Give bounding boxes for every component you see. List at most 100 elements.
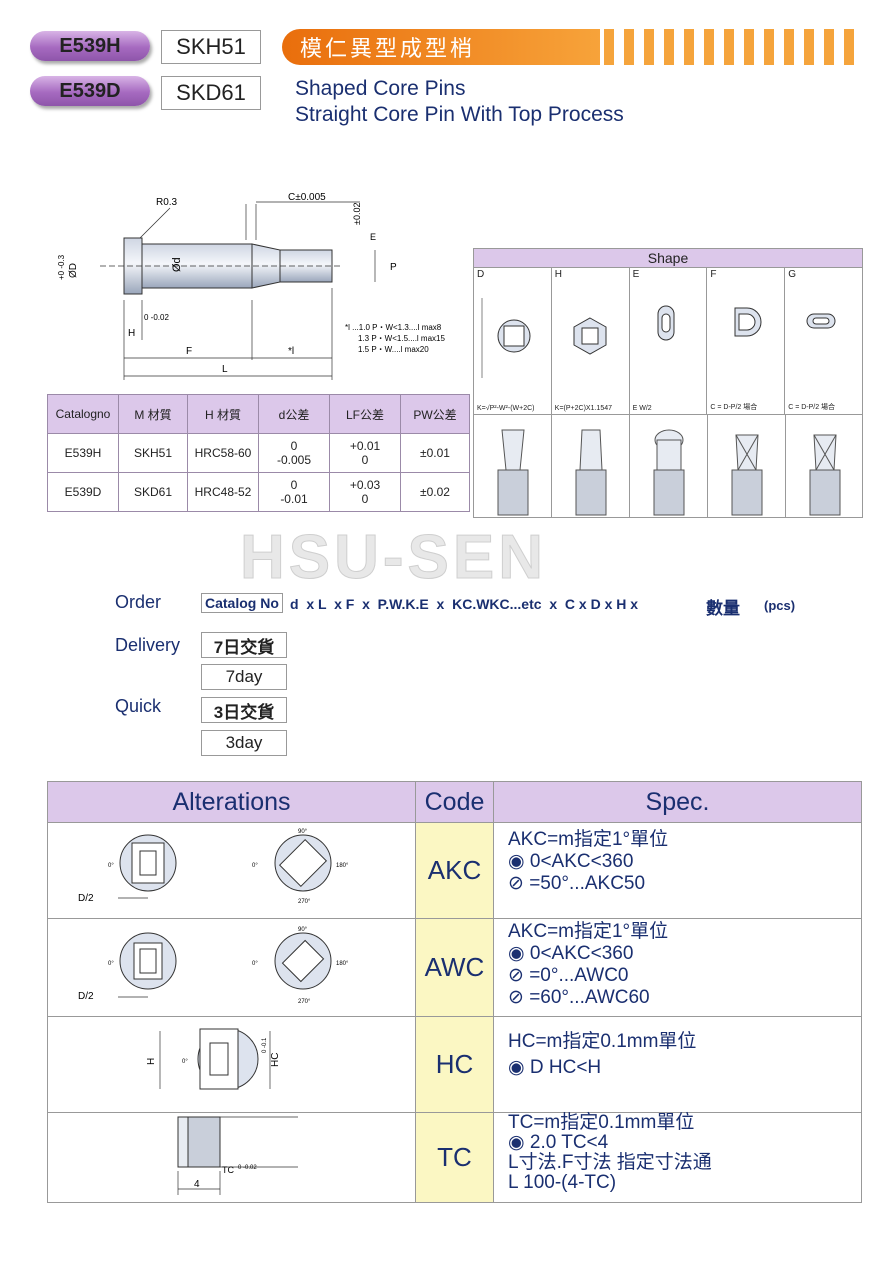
subtitle-2: Straight Core Pin With Top Process: [295, 103, 624, 126]
shape-title: Shape: [474, 249, 862, 268]
shape-f: F C = D-P/2 場合: [707, 268, 786, 414]
cell-h: HRC58-60: [187, 433, 259, 473]
subtitle-1: Shaped Core Pins: [295, 77, 466, 100]
title-stripes: [604, 29, 874, 65]
table-row: 4 TC 0 -0.02 TC TC=m指定0.1mm單位 ◉ 2.0 TC<4…: [47, 1112, 862, 1203]
svg-text:HC: HC: [270, 1053, 281, 1067]
awc-drawing: D/2 0° 90° 180° 270° 0°: [47, 918, 416, 1017]
svg-text:4: 4: [194, 1179, 200, 1190]
note-2: 1.3 P・W<1.5....l max15: [358, 334, 445, 343]
material-skh51: SKH51: [161, 30, 261, 64]
svg-text:180°: 180°: [336, 961, 349, 967]
svg-text:H: H: [146, 1058, 157, 1065]
table-row: D/2 0° 90° 180° 270° 0° AKC AKC=m指定1°單位 …: [47, 822, 862, 919]
svg-text:0°: 0°: [252, 863, 258, 869]
spec-tc: TC=m指定0.1mm單位 ◉ 2.0 TC<4 L寸法.F寸法 指定寸法通 L…: [493, 1112, 862, 1203]
cell-h: HRC48-52: [187, 472, 259, 512]
quick-label: Quick: [115, 696, 162, 716]
badge-e539h: E539H: [30, 31, 150, 61]
pin-image-d: [474, 415, 552, 518]
svg-text:D/2: D/2: [78, 991, 94, 1002]
cell-d: 0-0.01: [258, 472, 330, 512]
code-hc: HC: [415, 1016, 494, 1113]
spec-akc: AKC=m指定1°單位 ◉ 0<AKC<360 ⊘ =50°...AKC50: [493, 822, 862, 919]
col-h-material: H 材質: [187, 394, 259, 434]
akc-drawing: D/2 0° 90° 180° 270° 0°: [47, 822, 416, 919]
shape-d: D K=√P²-W²-(W+2C): [474, 268, 552, 414]
d-dim-tol: +0 -0.3: [57, 254, 66, 280]
quick-en: 3day: [201, 730, 287, 756]
d-dim-label: ØD: [68, 263, 79, 278]
svg-text:0°: 0°: [252, 961, 258, 967]
order-label: Order: [115, 592, 162, 612]
delivery-label: Delivery: [115, 635, 181, 655]
col-code: Code: [415, 781, 494, 823]
code-awc: AWC: [415, 918, 494, 1017]
cell-d: 0-0.005: [258, 433, 330, 473]
quick-cn: 3日交貨: [201, 697, 287, 723]
svg-text:0°: 0°: [108, 961, 114, 967]
shape-e: E E W/2: [630, 268, 708, 414]
svg-text:0°: 0°: [108, 863, 114, 869]
cell-pw: ±0.01: [400, 433, 470, 473]
pin-image-f: [708, 415, 786, 518]
cell-cat: E539D: [47, 472, 119, 512]
col-alterations: Alterations: [47, 781, 416, 823]
pin-image-e: [630, 415, 708, 518]
tc-drawing: 4 TC 0 -0.02: [47, 1112, 416, 1203]
table-row: H HC 0 -0.1 0° HC HC=m指定0.1mm單位 ◉ D HC<H: [47, 1016, 862, 1113]
badge-e539d: E539D: [30, 76, 150, 106]
col-m-material: M 材質: [118, 394, 188, 434]
radius-label: R0.3: [156, 197, 178, 208]
cell-cat: E539H: [47, 433, 119, 473]
d-small-label: Ød: [171, 257, 183, 272]
cell-m: SKD61: [118, 472, 188, 512]
code-akc: AKC: [415, 822, 494, 919]
svg-text:D/2: D/2: [78, 893, 94, 904]
svg-text:180°: 180°: [336, 863, 349, 869]
col-catalogno: Catalogno: [47, 394, 119, 434]
cell-m: SKH51: [118, 433, 188, 473]
note-1: *l ...1.0 P・W<1.3....l max8: [345, 323, 442, 332]
svg-text:90°: 90°: [298, 927, 308, 933]
h-tol: 0 -0.02: [144, 313, 169, 322]
spec-hc: HC=m指定0.1mm單位 ◉ D HC<H: [493, 1016, 862, 1113]
table-row: D/2 0° 90° 180° 270° 0° AWC AKC=m指定1°單位 …: [47, 918, 862, 1017]
svg-text:0 -0.02: 0 -0.02: [238, 1165, 257, 1171]
note-3: 1.5 P・W....l max20: [358, 345, 429, 354]
order-pcs: (pcs): [764, 598, 796, 613]
page-title: 模仁異型成型梢: [282, 29, 600, 65]
col-spec: Spec.: [493, 781, 862, 823]
order-formula: d x L x F x P.W.K.E x KC.WKC...etc x C x…: [290, 596, 639, 612]
material-skd61: SKD61: [161, 76, 261, 110]
hc-drawing: H HC 0 -0.1 0°: [47, 1016, 416, 1113]
spec-awc: AKC=m指定1°單位 ◉ 0<AKC<360 ⊘ =0°...AWC0 ⊘ =…: [493, 918, 862, 1017]
i-label: *l: [288, 346, 294, 357]
svg-text:90°: 90°: [298, 829, 308, 835]
col-lf-tol: LF公差: [329, 394, 401, 434]
h-label: H: [128, 328, 135, 339]
pin-image-h: [552, 415, 630, 518]
svg-text:TC: TC: [222, 1165, 234, 1175]
shape-panel: Shape D K=√P²-W²-(W+2C) H K=(P+2C)X1.154…: [473, 248, 863, 518]
alterations-table: Alterations Code Spec. D/2 0° 90° 180° 2…: [47, 781, 862, 1203]
delivery-en: 7day: [201, 664, 287, 690]
col-pw-tol: PW公差: [400, 394, 470, 434]
shape-g: G C = D-P/2 場合: [788, 269, 836, 411]
tolerance-e: ±0.02: [352, 203, 362, 225]
core-pin-drawing: R0.3 C±0.005 ±0.02 E P ØD +0 -0.3 Ød H 0…: [57, 192, 445, 380]
cell-pw: ±0.02: [400, 472, 470, 512]
watermark-text: HSU-SEN: [239, 523, 548, 593]
order-qty: 數量: [706, 599, 740, 618]
col-d-tol: d公差: [258, 394, 330, 434]
spec-table: Catalogno M 材質 H 材質 d公差 LF公差 PW公差 E539H …: [47, 394, 470, 512]
catalog-no-box: Catalog No: [201, 593, 283, 613]
delivery-cn: 7日交貨: [201, 632, 287, 658]
p-label: P: [390, 262, 397, 273]
code-tc: TC: [415, 1112, 494, 1203]
pin-image-g: [786, 415, 863, 518]
